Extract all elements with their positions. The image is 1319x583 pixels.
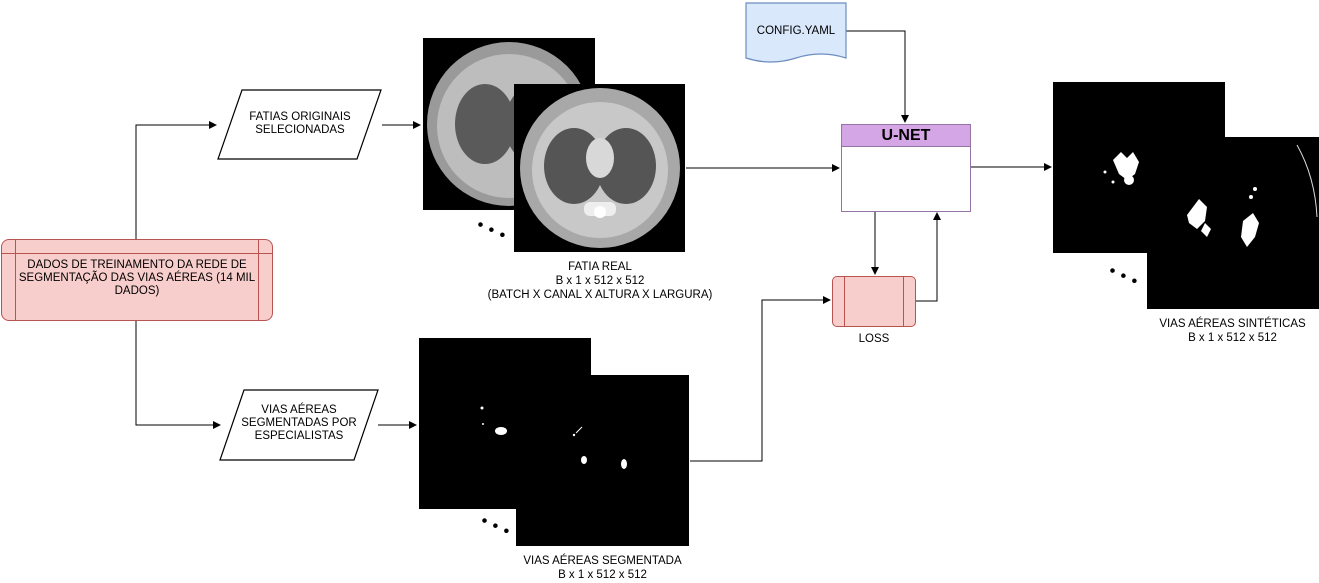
edge-config-to-unet [846, 30, 909, 123]
segmented-title: VIAS AÉREAS SEGMENTADA [523, 555, 682, 567]
segmented-slice-front [516, 375, 689, 546]
loss-box [832, 276, 916, 327]
edge-loss-to-unet [915, 212, 941, 302]
original-slices-label: FATIAS ORIGINAIS SELECIONADAS [249, 111, 351, 136]
edge-data-to-segmented [135, 319, 221, 429]
synthetic-title: VIAS AÉREAS SINTÉTICAS [1159, 318, 1306, 330]
synthetic-shape: B x 1 x 512 x 512 [1188, 332, 1277, 344]
edge-segmented-to-loss [690, 296, 831, 462]
original-slices-shape [217, 89, 382, 160]
loss-label: LOSS [858, 333, 890, 345]
synthetic-slice-front [1147, 137, 1319, 309]
segmented-shape: B x 1 x 512 x 512 [558, 569, 647, 581]
config-shape [745, 2, 847, 63]
edge-data-to-slices [135, 121, 217, 239]
training-data-label: DADOS DE TREINAMENTO DA REDE DE SEGMENTA… [18, 259, 256, 297]
segmented-airways-label: VIAS AÉREAS SEGMENTADAS POR ESPECIALISTA… [241, 404, 357, 442]
config-label: CONFIG.YAML [756, 25, 836, 37]
unet-body [841, 146, 971, 212]
real-slice-title: FATIA REAL [568, 261, 632, 273]
ct-slice-front [514, 84, 685, 252]
segmented-airways-shape [219, 389, 379, 461]
real-slice-dims: (BATCH X CANAL X ALTURA X LARGURA) [487, 289, 713, 301]
unet-header: U-NET [841, 124, 971, 147]
real-slice-shape: B x 1 x 512 x 512 [555, 275, 645, 287]
training-data-box: DADOS DE TREINAMENTO DA REDE DE SEGMENTA… [1, 239, 273, 321]
